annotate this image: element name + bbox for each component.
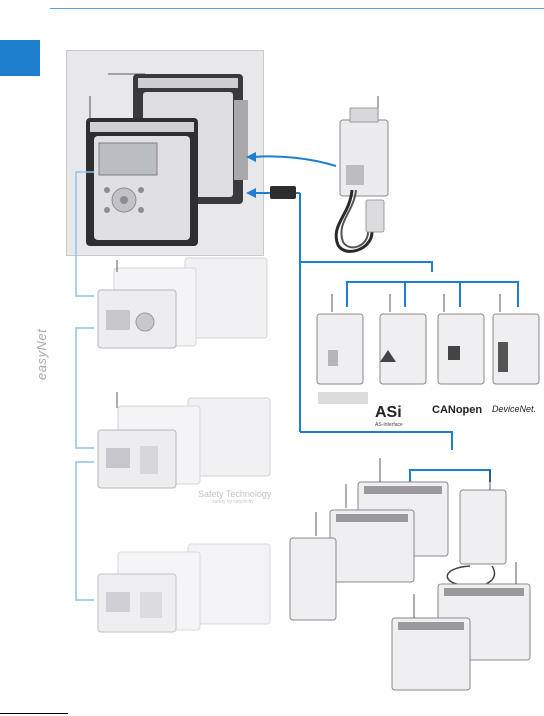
gateway-profibus-icon — [316, 313, 368, 404]
safety-technology-text: Safety Technology — [198, 489, 272, 499]
usb-adapter-icon — [270, 186, 296, 199]
asi-logo: ASi AS-Interface — [375, 404, 403, 428]
devicenet-logo: DeviceNet. — [492, 404, 537, 414]
chapter-tab — [0, 40, 40, 76]
asi-logo-subtext: AS-Interface — [375, 422, 403, 428]
coupling-module-icon — [446, 489, 507, 587]
asi-logo-text: ASi — [375, 404, 402, 421]
safety-technology-subtext: safety by simplicity — [212, 499, 254, 505]
easy-cpu-module-2-icon — [97, 397, 271, 489]
display-device-front-icon — [86, 118, 198, 246]
easynet-label: easyNet — [34, 328, 49, 380]
io-module-small-icon — [289, 537, 337, 621]
footer-rule — [0, 713, 68, 714]
easy-cpu-module-1-icon — [97, 257, 268, 349]
header-rule — [50, 8, 544, 9]
programming-cable-icon — [334, 107, 389, 253]
io-expansion-module-4-icon — [391, 617, 471, 691]
io-expansion-module-2-icon — [329, 509, 415, 583]
gateway-devicenet-icon — [492, 313, 540, 385]
canopen-logo: CANopen — [432, 404, 483, 416]
safety-technology-logo: Safety Technology safety by simplicity — [198, 489, 308, 505]
gateway-canopen-icon — [437, 313, 485, 385]
easy-cpu-module-3-icon — [97, 543, 271, 633]
gateway-asi-icon — [379, 313, 427, 385]
